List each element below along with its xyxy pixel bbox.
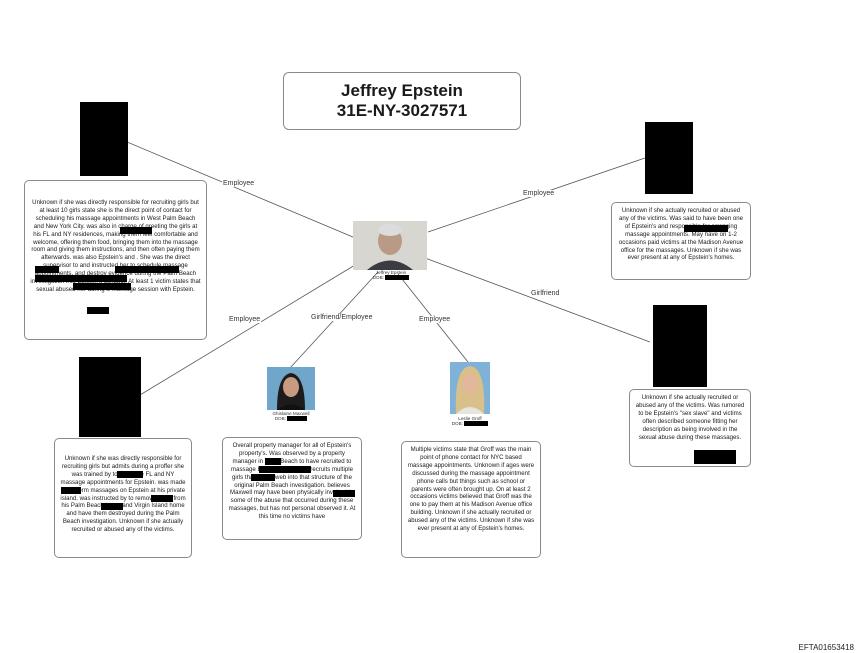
- redaction-bar: [73, 283, 131, 290]
- center-person-photo: [353, 221, 427, 270]
- title-box: Jeffrey Epstein 31E-NY-3027571: [283, 72, 521, 130]
- bates-number: EFTA01653418: [798, 643, 854, 652]
- redaction-bar: [120, 227, 152, 234]
- note-right-text: Unknown if she actually recruited or abu…: [635, 394, 745, 441]
- redaction-bar: [151, 495, 173, 502]
- redaction-bar: [333, 490, 355, 497]
- note-maxwell: Overall property manager for all of Epst…: [222, 437, 362, 540]
- edge-label-top-right: Employee: [522, 190, 556, 197]
- redaction-bar: [684, 225, 728, 232]
- edge-label-top-left: Employee: [222, 180, 256, 187]
- edge-line-top-left: [126, 141, 361, 241]
- maxwell-photo: [267, 367, 315, 410]
- groff-name: Leslie Groff: [458, 416, 482, 421]
- edge-line-bottom-left: [134, 261, 361, 399]
- maxwell-name: Ghislaine Maxwell: [272, 411, 310, 416]
- redaction-bar: [35, 275, 127, 282]
- note-right: Unknown if she actually recruited or abu…: [629, 389, 751, 467]
- groff-dob: DOB:: [442, 421, 498, 427]
- groff-photo: [450, 362, 490, 414]
- note-groff: Multiple victims state that Groff was th…: [401, 441, 541, 558]
- maxwell-dob: DOB:: [262, 416, 320, 422]
- redacted-photo-top-left: [80, 102, 128, 176]
- edge-label-bottom-left: Employee: [228, 316, 262, 323]
- center-person-dob: DOB:: [360, 275, 422, 281]
- subject-name: Jeffrey Epstein: [341, 81, 463, 100]
- redaction-bar: [251, 474, 275, 481]
- redaction-bar: [61, 487, 81, 494]
- redaction-bar: [87, 307, 109, 314]
- note-top-left: Unknown if she was directly responsible …: [24, 180, 207, 340]
- redaction-bar: [35, 266, 59, 273]
- note-maxwell-text: Overall property manager for all of Epst…: [228, 442, 356, 521]
- center-person-caption: Jeffrey Epstein DOB:: [360, 270, 422, 281]
- redaction-bar: [115, 266, 179, 273]
- note-top-right-text: Unknown if she actually recruited or abu…: [618, 207, 744, 262]
- edge-label-maxwell: Girlfriend/Employee: [310, 314, 374, 321]
- redaction-bar: [259, 466, 311, 473]
- groff-caption: Leslie Groff DOB:: [442, 416, 498, 427]
- edge-label-groff: Employee: [418, 316, 452, 323]
- redaction-bar: [694, 450, 736, 464]
- redacted-photo-top-right: [645, 122, 693, 194]
- redaction-bar: [117, 471, 143, 478]
- redaction-bar: [265, 458, 281, 465]
- redacted-photo-right: [653, 305, 707, 387]
- edge-label-right: Girlfriend: [530, 290, 561, 297]
- center-person-name: Jeffrey Epstein: [375, 270, 407, 275]
- redacted-photo-bottom-left: [79, 357, 141, 437]
- note-groff-text: Multiple victims state that Groff was th…: [407, 446, 535, 533]
- maxwell-caption: Ghislaine Maxwell DOB:: [262, 411, 320, 422]
- note-bottom-left: Unknown if she was directly responsible …: [54, 438, 192, 558]
- redaction-bar: [101, 503, 123, 510]
- case-number: 31E-NY-3027571: [336, 101, 468, 120]
- edge-line-right: [424, 257, 651, 343]
- note-top-right: Unknown if she actually recruited or abu…: [611, 202, 751, 280]
